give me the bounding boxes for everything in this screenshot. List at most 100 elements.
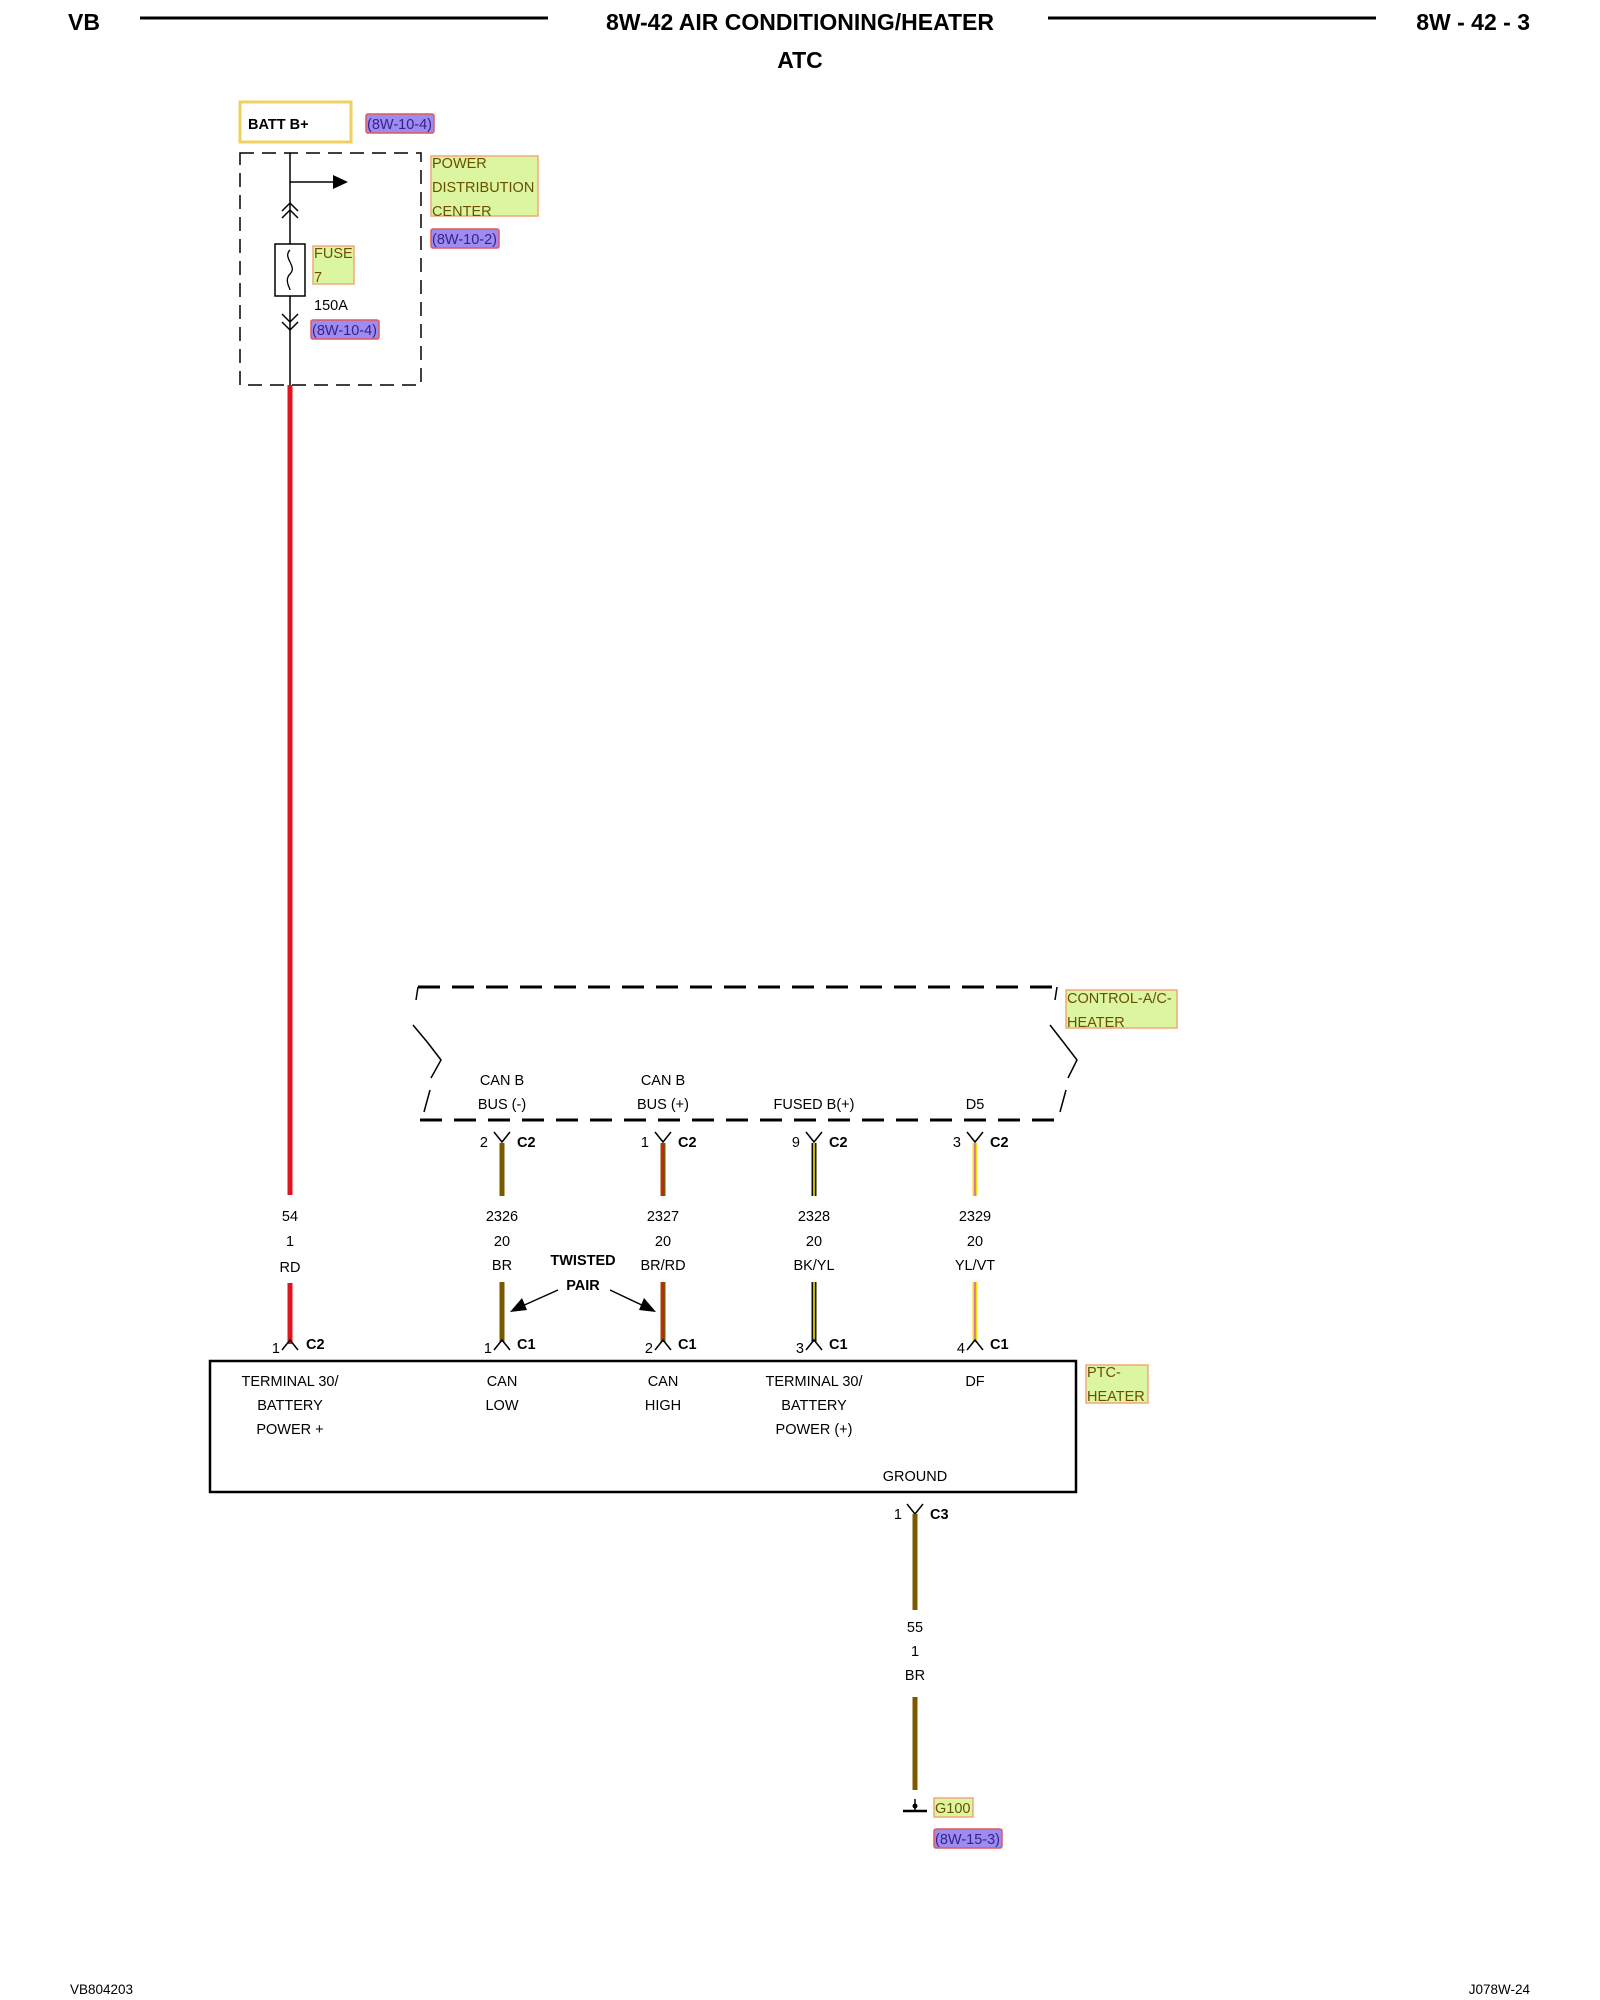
ptc-pin-conn-4: C1 <box>990 1337 1009 1353</box>
pdc-ref[interactable]: (8W-10-2) <box>432 232 497 248</box>
ptc-pin-number-4: 4 <box>957 1341 965 1357</box>
batt-label: BATT B+ <box>248 117 309 133</box>
ptc-heater-box <box>208 1359 1078 1494</box>
control-pin-number-2: 9 <box>792 1135 800 1151</box>
wire-55-gauge: 1 <box>911 1644 919 1660</box>
pdc-label-1: POWER <box>432 156 487 172</box>
connector-y-icon <box>966 1131 984 1144</box>
wire-2328-color: BK/YL <box>793 1258 834 1274</box>
connector-y-icon <box>493 1131 511 1144</box>
batt-ref-box <box>365 113 435 134</box>
control-pin-fused-b-label: FUSED B(+) <box>774 1097 855 1113</box>
ptc-pin-conn-2: C1 <box>678 1337 697 1353</box>
ptc-heater-label-1: PTC- <box>1087 1365 1121 1381</box>
connector-inverted-y-icon <box>654 1338 672 1351</box>
ptc-pin-terminal30b-label-1: TERMINAL 30/ <box>766 1374 864 1390</box>
wire-54-circuit: 54 <box>282 1209 298 1225</box>
control-pin-can-b-minus-label-1: CAN B <box>480 1073 524 1089</box>
ptc-pin-conn-1: C1 <box>517 1337 536 1353</box>
twisted-pair-arrow-left-icon <box>510 1298 527 1312</box>
fuse-ref[interactable]: (8W-10-4) <box>312 323 377 339</box>
ground-point-ref-box <box>933 1828 1003 1849</box>
control-pin-can-b-plus-label-2: BUS (+) <box>637 1097 689 1113</box>
control-pin-conn-1: C2 <box>678 1135 697 1151</box>
ptc-pin-number-3: 3 <box>796 1341 804 1357</box>
fuse-label-1: FUSE <box>314 246 353 262</box>
wire-2327-gauge: 20 <box>655 1234 671 1250</box>
fuse-label-2: 7 <box>314 270 322 286</box>
control-pin-number-1: 1 <box>641 1135 649 1151</box>
connector-y-icon <box>654 1131 672 1144</box>
ptc-connector-group <box>281 1338 984 1351</box>
connector-inverted-y-icon <box>966 1338 984 1351</box>
ptc-pin-can-high-label-1: CAN <box>648 1374 679 1390</box>
control-module-label-box <box>1065 989 1178 1029</box>
pdc-branch-arrow <box>333 175 348 189</box>
twisted-pair-arrow-right-icon <box>639 1298 656 1312</box>
ptc-pin-conn-3: C1 <box>829 1337 848 1353</box>
twisted-pair-label-1: TWISTED <box>550 1253 615 1269</box>
control-module-break-right <box>1049 1024 1078 1079</box>
pdc-label-box <box>430 155 539 217</box>
pdc-connector-lower2-icon <box>281 321 299 332</box>
wire-54-gauge: 1 <box>286 1234 294 1250</box>
control-pin-conn-2: C2 <box>829 1135 848 1151</box>
ptc-pin-terminal30b-label-2: BATTERY <box>781 1398 847 1414</box>
wire-2326-color: BR <box>492 1258 512 1274</box>
twisted-pair-label-2: PAIR <box>566 1278 600 1294</box>
connector-y-icon <box>805 1131 823 1144</box>
ptc-pin-can-low-label-1: CAN <box>487 1374 518 1390</box>
fuse-rating: 150A <box>314 298 348 314</box>
wire-2329-color: YL/VT <box>955 1258 995 1274</box>
control-module-break-left-top <box>415 986 419 1001</box>
ptc-pin-terminal30-label-1: TERMINAL 30/ <box>242 1374 340 1390</box>
fuse-element-icon <box>286 249 293 291</box>
header-left: VB <box>68 9 100 35</box>
ptc-pin-terminal30-label-2: BATTERY <box>257 1398 323 1414</box>
pdc-ref-box <box>430 228 500 249</box>
batt-ref[interactable]: (8W-10-4) <box>367 117 432 133</box>
wire-2326-gauge: 20 <box>494 1234 510 1250</box>
control-pin-number-3: 3 <box>953 1135 961 1151</box>
fuse-ref-box <box>310 319 380 340</box>
control-pin-d5-label: D5 <box>966 1097 985 1113</box>
ground-pin-number: 1 <box>894 1507 902 1523</box>
fuse-label-box <box>312 245 355 285</box>
connector-inverted-y-icon <box>805 1338 823 1351</box>
control-module-break-right-bottom <box>1059 1089 1067 1113</box>
control-module-label-1: CONTROL-A/C- <box>1067 991 1172 1007</box>
pdc-connector-upper2-icon <box>281 208 299 219</box>
twisted-pair-arrow-right-line <box>609 1289 647 1308</box>
page-subtitle: ATC <box>777 47 823 73</box>
wire-2326-circuit: 2326 <box>486 1209 518 1225</box>
footer-left: VB804203 <box>70 1982 133 1997</box>
ground-point-ref[interactable]: (8W-15-3) <box>935 1832 1000 1848</box>
wire-2329-gauge: 20 <box>967 1234 983 1250</box>
ptc-pin-number-2: 2 <box>645 1341 653 1357</box>
control-pin-conn-3: C2 <box>990 1135 1009 1151</box>
ptc-heater-label-box <box>1085 1364 1149 1404</box>
wire-2327-circuit: 2327 <box>647 1209 679 1225</box>
connector-inverted-y-icon <box>281 1338 299 1351</box>
ptc-pin-can-high-label-2: HIGH <box>645 1398 681 1414</box>
page-number: 8W - 42 - 3 <box>1416 9 1530 35</box>
control-module-break-right-top <box>1054 986 1058 1001</box>
control-pin-can-b-plus-label-1: CAN B <box>641 1073 685 1089</box>
control-pin-conn-0: C2 <box>517 1135 536 1151</box>
power-distribution-center-box <box>239 152 422 386</box>
batt-label-box <box>238 100 353 144</box>
control-module-break-left-bottom <box>423 1089 431 1113</box>
control-module-label-2: HEATER <box>1067 1015 1125 1031</box>
ground-point-label: G100 <box>935 1801 970 1817</box>
fuse-7 <box>274 243 306 297</box>
ground-point-label-box <box>933 1797 974 1818</box>
ground-symbol-dot <box>912 1803 918 1809</box>
wire-2327-color: BR/RD <box>640 1258 685 1274</box>
twisted-pair-arrow-left-line <box>519 1289 559 1308</box>
ptc-pin-terminal30-label-3: POWER + <box>256 1422 323 1438</box>
wire-2328-circuit: 2328 <box>798 1209 830 1225</box>
ptc-pin-conn-0: C2 <box>306 1337 325 1353</box>
pdc-label-2: DISTRIBUTION <box>432 180 534 196</box>
ptc-ground-label: GROUND <box>883 1469 947 1485</box>
